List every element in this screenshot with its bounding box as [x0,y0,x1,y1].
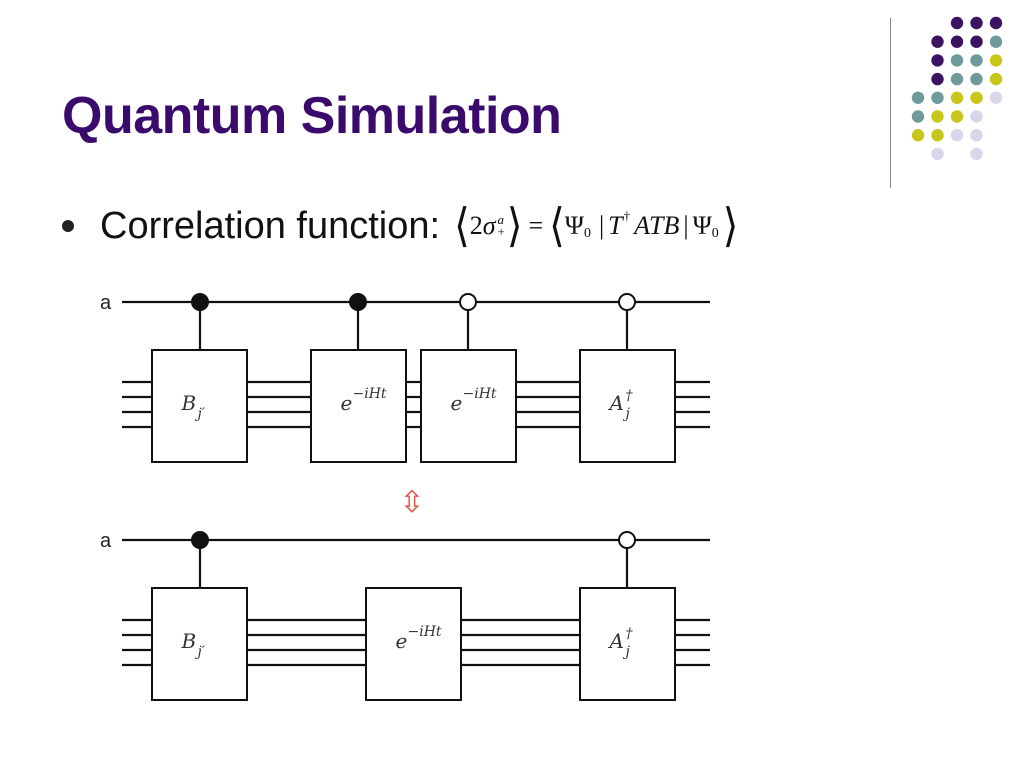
gate-label: e [396,629,408,653]
control-dot-open [459,293,477,311]
formula-T: T [608,211,623,240]
gate-dagger: † [626,626,634,642]
control-dot-open [618,531,636,549]
decor-dot [970,16,983,30]
gate-label: A [608,629,624,653]
formula-coeff: 2 [469,211,483,240]
bullet-dot [62,220,74,232]
gate-superscript: −iHt [463,386,497,402]
gate-box [420,349,517,463]
right-angle-bracket: ⟩ [506,199,523,252]
gate-label: e [341,391,353,415]
decor-dot [989,72,1003,86]
decor-dot [931,72,944,86]
bullet-item: Correlation function: ⟨ 2 σ a + ⟩ = ⟨ Ψ … [62,196,738,256]
formula-sigma-sub: + [497,224,505,239]
decor-dot [911,129,925,142]
decor-dot [931,110,944,123]
control-dot-open [618,293,636,311]
gate-superscript: −iHt [353,386,387,402]
bullet-text: Correlation function: [100,204,441,247]
formula-ATB: ATB [634,211,680,240]
formula-psi-sub-2: 0 [711,226,719,241]
equivalence-arrow-icon: ⇳ [399,485,424,520]
qubit-label: a [100,292,112,314]
decor-dot [950,35,964,48]
left-angle-bracket: ⟨ [454,199,470,252]
decor-dot [989,16,1003,30]
decor-dot [970,110,983,123]
left-angle-bracket-2: ⟨ [549,199,565,252]
decor-dot [970,72,983,86]
decor-dot [989,91,1003,105]
right-angle-bracket-2: ⟩ [722,199,739,252]
formula-sigma-sup: a [497,212,505,228]
decor-dot [911,110,925,123]
decorative-divider-line [890,18,891,188]
correlation-formula: ⟨ 2 σ a + ⟩ = ⟨ Ψ 0 | T † ATB | Ψ 0 ⟩ [454,199,739,252]
decorative-dot-grid [911,16,1003,161]
decor-dot [989,35,1003,48]
decor-dot [931,35,944,48]
formula-sigma-scripts: a + [497,212,505,239]
decor-dot [931,147,944,161]
gate-box [579,587,676,701]
slide-title: Quantum Simulation [62,87,562,145]
gate-box [151,349,248,463]
decor-dot [970,147,983,161]
gate-box [151,587,248,701]
decor-dot [911,91,925,105]
decor-dot [931,54,944,67]
formula-equals: = [528,211,544,240]
control-dot-filled [349,293,367,311]
decor-dot [970,35,983,48]
decor-dot [950,91,964,105]
gate-superscript: −iHt [408,624,442,640]
decor-dot [931,129,944,142]
gate-subscript: j [623,406,631,422]
gate-label: B [181,391,197,415]
formula-bar: | [598,211,605,240]
gate-subscript: j [623,644,631,660]
gate-subscript: j′ [195,644,206,660]
decor-dot [950,129,964,142]
formula-dagger: † [623,208,631,223]
qubit-label: a [100,530,112,552]
decor-dot [989,54,1003,67]
decor-dot [931,91,944,105]
decor-dot [950,110,964,123]
gate-dagger: † [626,388,634,404]
decor-dot [970,91,983,105]
decor-dot [950,16,964,30]
gate-label: e [451,391,463,415]
control-dot-filled [191,293,209,311]
decor-dot [950,72,964,86]
gate-subscript: j′ [195,406,206,422]
formula-psi-sub: 0 [583,226,591,241]
control-dot-filled [191,531,209,549]
formula-psi-2: Ψ [692,211,712,240]
formula-psi: Ψ [564,211,584,240]
decor-dot [970,54,983,67]
gate-box [365,587,462,701]
gate-label: A [608,391,624,415]
gate-box [310,349,407,463]
gate-label: B [181,629,197,653]
formula-sigma: σ [482,211,496,240]
decor-dot [950,54,964,67]
decor-dot [970,129,983,142]
formula-bar-2: | [683,211,689,240]
